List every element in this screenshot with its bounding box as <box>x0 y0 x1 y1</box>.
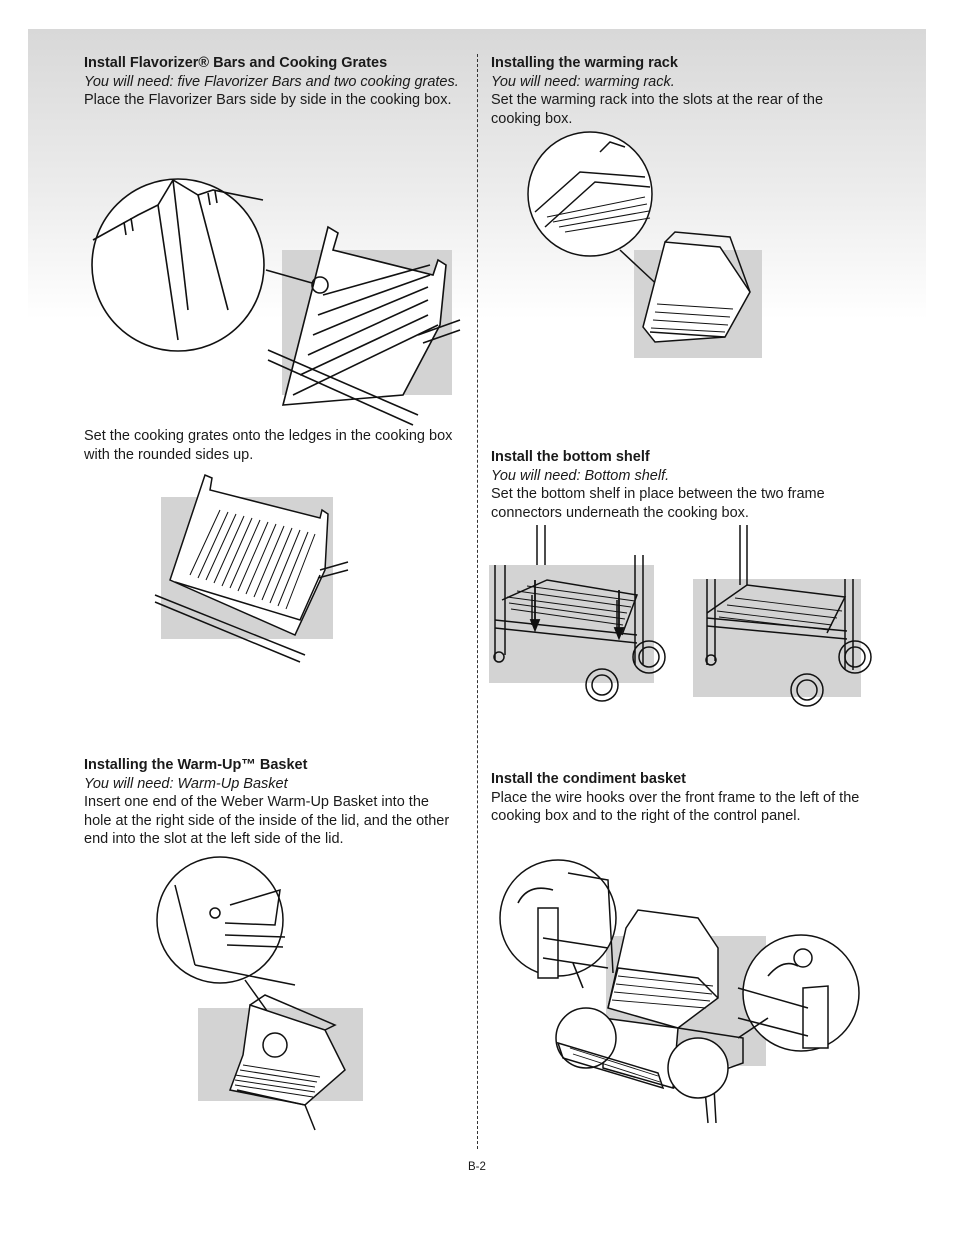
section-warmup-basket: Installing the Warm-Up™ Basket You will … <box>84 756 459 849</box>
figure-flavorizer-bars <box>91 178 461 426</box>
section-heading: Install the bottom shelf <box>491 449 650 465</box>
figure-bottom-shelf <box>489 525 872 707</box>
section-body: Place the Flavorizer Bars side by side i… <box>84 92 452 108</box>
section-body: Place the wire hooks over the front fram… <box>491 789 860 825</box>
section-need: You will need: Bottom shelf. <box>491 467 670 484</box>
section-body: Set the bottom shelf in place between th… <box>491 486 825 521</box>
page-number: B-2 <box>468 1161 486 1173</box>
section-body: Insert one end of the Weber Warm-Up Bask… <box>84 794 450 847</box>
section-warming-rack: Installing the warming rack You will nee… <box>491 54 866 128</box>
section-grates: Set the cooking grates onto the ledges i… <box>84 427 459 464</box>
section-need: You will need: Warm-Up Basket <box>84 775 288 792</box>
section-flavorizer: Install Flavorizer® Bars and Cooking Gra… <box>84 54 459 110</box>
section-heading: Installing the warming rack <box>491 55 678 71</box>
section-condiment-basket: Install the condiment basket Place the w… <box>491 770 866 826</box>
section-body: Set the cooking grates onto the ledges i… <box>84 428 453 463</box>
section-heading: Installing the Warm-Up™ Basket <box>84 757 308 773</box>
figure-warming-rack <box>527 131 762 358</box>
section-body: Set the warming rack into the slots at t… <box>491 92 824 127</box>
section-need: You will need: five Flavorizer Bars and … <box>84 73 459 90</box>
figure-condiment-basket <box>499 859 860 1124</box>
column-divider <box>477 54 478 1149</box>
figure-cooking-grates <box>154 473 349 663</box>
section-need: You will need: warming rack. <box>491 73 675 90</box>
figure-warmup-basket <box>156 856 363 1131</box>
section-heading: Install Flavorizer® Bars and Cooking Gra… <box>84 55 388 71</box>
section-bottom-shelf: Install the bottom shelf You will need: … <box>491 448 866 522</box>
section-heading: Install the condiment basket <box>491 771 686 787</box>
